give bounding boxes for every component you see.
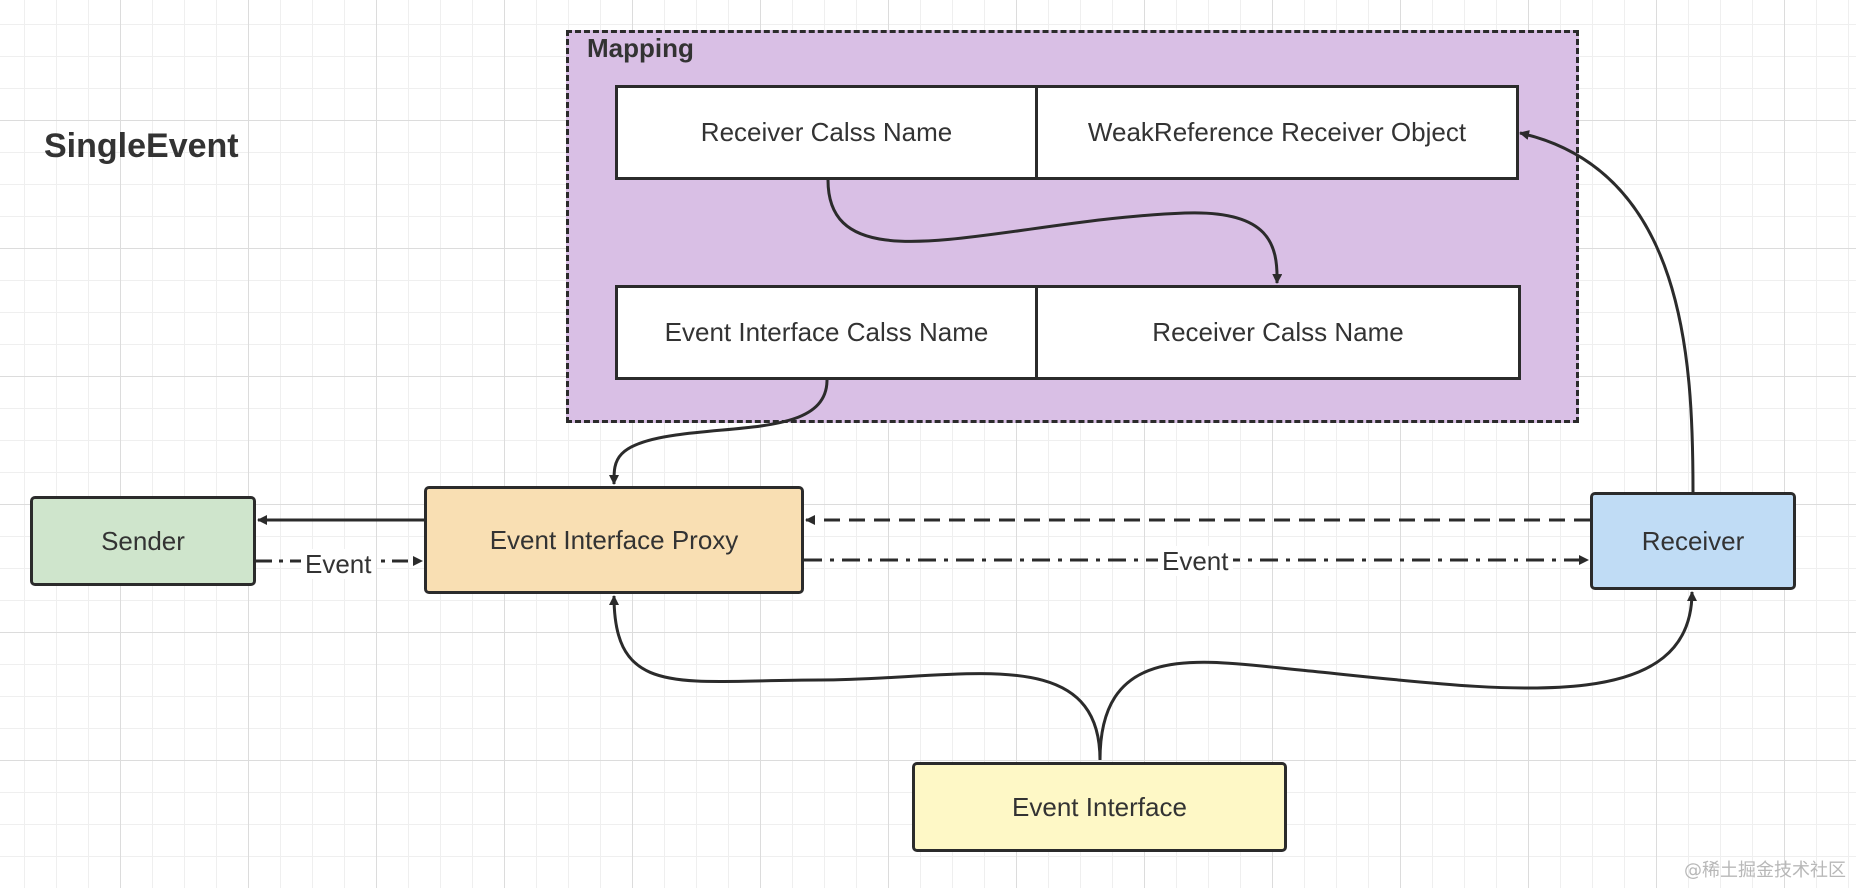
event-interface-node: Event Interface (912, 762, 1287, 852)
receiver-node: Receiver (1590, 492, 1796, 590)
arrow-interface-to-receiver (1098, 591, 1697, 761)
mapping-row2-left-cell: Event Interface Calss Name (615, 285, 1038, 380)
watermark: @稀土掘金技术社区 (1684, 860, 1846, 881)
mapping-row1-left-cell: Receiver Calss Name (615, 85, 1038, 180)
edge-label-sender-proxy: Event (301, 549, 376, 579)
proxy-node: Event Interface Proxy (424, 486, 804, 594)
mapping-row1-right-cell: WeakReference Receiver Object (1035, 85, 1519, 180)
mapping-row2-right-cell: Receiver Calss Name (1035, 285, 1521, 380)
arrow-interface-to-proxy (609, 595, 1102, 761)
edge-label-proxy-receiver: Event (1158, 546, 1233, 576)
mapping-title: Mapping (587, 33, 694, 63)
sender-node: Sender (30, 496, 256, 586)
page-title: SingleEvent (44, 127, 239, 165)
